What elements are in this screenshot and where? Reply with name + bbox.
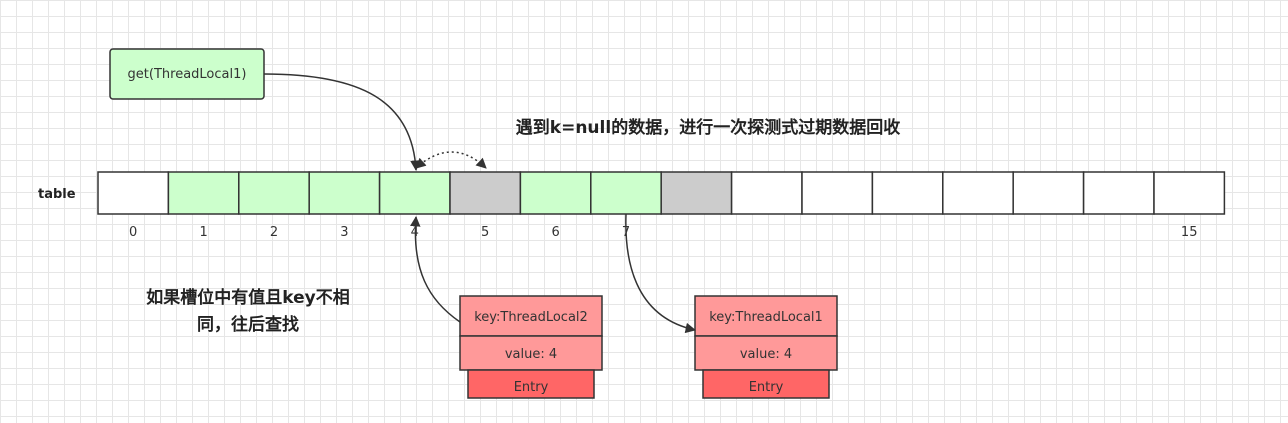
table-slot-4 — [378, 171, 451, 215]
slot-index-label: 3 — [340, 225, 348, 240]
get-call-arrow — [263, 73, 421, 172]
table-slot-3 — [308, 171, 381, 215]
get-call-label: get(ThreadLocal1) — [128, 67, 247, 82]
lookup-note-line-1: 如果槽位中有值且key不相 — [146, 287, 349, 308]
probe-note: 遇到k=null的数据，进行一次探测式过期数据回收 — [516, 117, 900, 138]
entry-key-field — [694, 295, 838, 337]
entry-value-field — [459, 335, 603, 371]
table-slots — [97, 171, 1226, 215]
table-slot-15 — [1153, 171, 1226, 215]
table-label: table — [38, 187, 76, 202]
table-slot-2 — [238, 171, 310, 215]
probe-dotted-arrow — [415, 151, 487, 169]
table-slot-12 — [942, 171, 1014, 215]
entry-title-label: Entry — [514, 380, 549, 395]
lookup-note-line-2: 同，往后查找 — [197, 314, 299, 335]
entry-value-field — [694, 335, 838, 371]
entry-2: key:ThreadLocal1 value: 4 Entry — [694, 295, 838, 399]
entry-1: key:ThreadLocal2 value: 4 Entry — [459, 295, 603, 399]
table-slot-7 — [590, 171, 662, 215]
slot-index-label: 0 — [129, 225, 137, 240]
table-slot-6 — [519, 171, 592, 215]
entry-key-label: key:ThreadLocal1 — [709, 310, 823, 325]
table-slot-1 — [167, 171, 240, 215]
entry-value-label: value: 4 — [740, 347, 792, 362]
entry-key-field — [459, 295, 603, 337]
entry-title-bar — [467, 369, 595, 399]
table-slot-10 — [801, 171, 874, 215]
table-slot-9 — [730, 171, 803, 215]
slot-index-label: 1 — [199, 225, 207, 240]
table-slot-11 — [871, 171, 944, 215]
entry-title-bar — [702, 369, 830, 399]
slot7-to-entry1-arrow — [625, 213, 697, 334]
slot-index-label: 2 — [270, 225, 278, 240]
entry-title-label: Entry — [749, 380, 784, 395]
entry-key-label: key:ThreadLocal2 — [474, 310, 588, 325]
table-slot-0 — [97, 171, 170, 215]
slot-index-label: 15 — [1181, 225, 1198, 240]
slot-index-label: 5 — [481, 225, 489, 240]
slot-index-label: 6 — [551, 225, 559, 240]
entry2-to-slot4-arrow — [410, 215, 461, 323]
get-call-box: get(ThreadLocal1) — [109, 48, 265, 100]
entry-value-label: value: 4 — [505, 347, 557, 362]
table-slot-14 — [1082, 171, 1155, 215]
table-slot-8 — [660, 171, 733, 215]
table-slot-5 — [449, 171, 522, 215]
table-slot-13 — [1012, 171, 1085, 215]
